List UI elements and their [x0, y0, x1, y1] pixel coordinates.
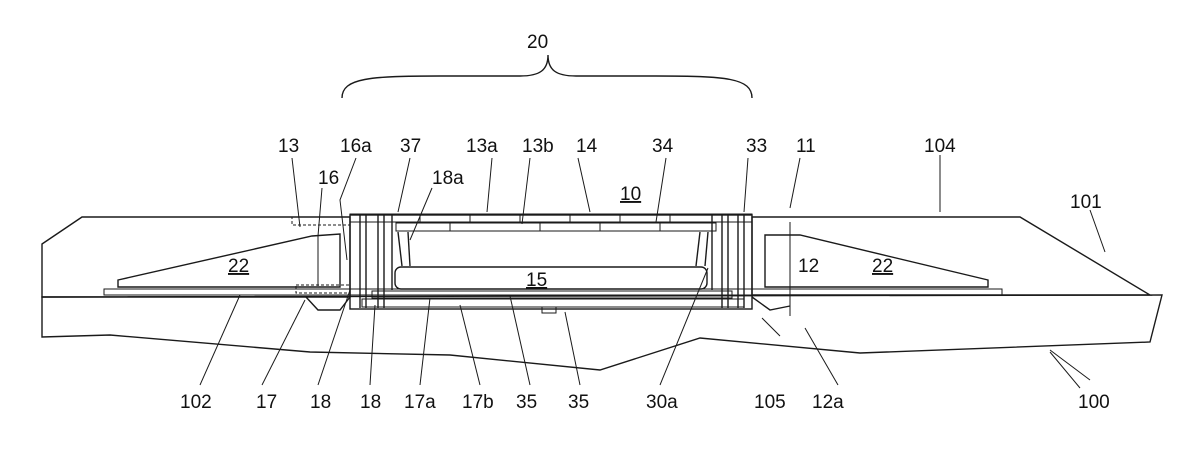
label-17b: 17b — [462, 392, 494, 413]
label-22-right: 22 — [872, 256, 893, 277]
right-posts — [711, 214, 745, 308]
inner-slanted-walls — [397, 231, 709, 267]
label-100: 100 — [1078, 392, 1110, 413]
substrate-100 — [41, 294, 1163, 371]
label-18-a: 18 — [310, 392, 331, 413]
right-cavity-22 — [764, 234, 989, 288]
label-22-left: 22 — [228, 256, 249, 277]
central-module — [349, 214, 753, 310]
label-35-a: 35 — [516, 392, 537, 413]
label-30a: 30a — [646, 392, 678, 413]
layer-102 — [103, 288, 1003, 296]
left-posts-18 — [359, 214, 393, 308]
bottom-plate-17b — [361, 298, 745, 308]
label-17a: 17a — [404, 392, 436, 413]
label-16: 16 — [318, 168, 339, 189]
label-17: 17 — [256, 392, 277, 413]
dashed-seals — [291, 216, 351, 294]
right-groove-105 — [751, 296, 791, 311]
label-12a: 12a — [812, 392, 844, 413]
label-34: 34 — [652, 136, 674, 157]
label-20: 20 — [527, 32, 548, 53]
label-105: 105 — [754, 392, 786, 413]
label-11: 11 — [796, 136, 816, 157]
brace-20 — [341, 54, 753, 99]
label-35-b: 35 — [568, 392, 589, 413]
chamber-15 — [394, 266, 708, 290]
label-37: 37 — [400, 136, 421, 157]
label-104: 104 — [924, 136, 956, 157]
label-18-b: 18 — [360, 392, 381, 413]
top-plate-segments — [419, 214, 671, 231]
bottom-plate-17a — [371, 290, 733, 299]
label-18a: 18a — [432, 168, 464, 189]
label-10: 10 — [620, 184, 641, 205]
label-12: 12 — [798, 256, 819, 277]
label-101: 101 — [1070, 192, 1102, 213]
label-102: 102 — [180, 392, 212, 413]
top-plate — [349, 213, 753, 223]
label-13b: 13b — [522, 136, 554, 157]
bottom-nub — [541, 306, 557, 314]
left-cavity-22 — [117, 233, 341, 288]
label-15: 15 — [526, 270, 547, 291]
leader-lines — [199, 155, 1106, 389]
label-14: 14 — [576, 136, 598, 157]
label-13: 13 — [278, 136, 299, 157]
label-33: 33 — [746, 136, 767, 157]
top-inner-plate — [395, 222, 717, 232]
label-16a: 16a — [340, 136, 372, 157]
label-13a: 13a — [466, 136, 498, 157]
